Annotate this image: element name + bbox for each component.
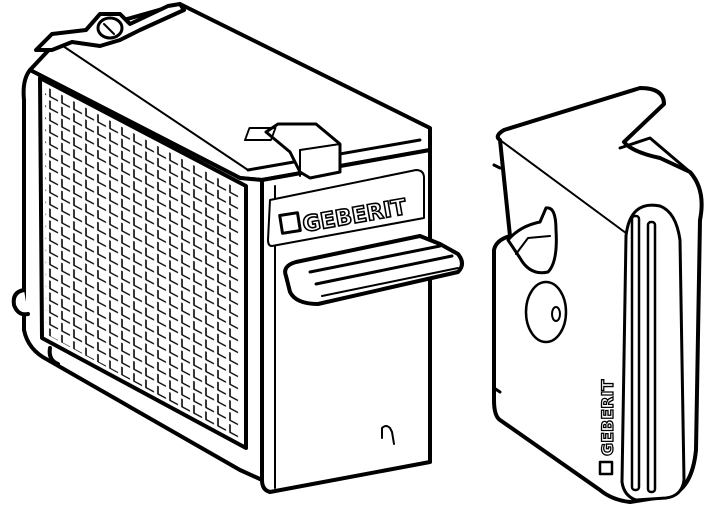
brand-logo-cap: GEBERIT — [598, 380, 617, 456]
top-tab — [264, 122, 342, 180]
cap-notch — [506, 206, 558, 275]
rib-right — [646, 220, 657, 494]
brand-panel — [267, 169, 425, 247]
brand-square-icon — [278, 211, 302, 235]
cap-round-button — [524, 280, 568, 344]
cap-brand-square-icon — [598, 460, 614, 476]
pull-handle — [283, 234, 464, 306]
rib-left — [630, 214, 641, 492]
grille-mesh — [45, 86, 240, 440]
grille-box — [11, 2, 464, 494]
cover-cap — [492, 86, 704, 504]
